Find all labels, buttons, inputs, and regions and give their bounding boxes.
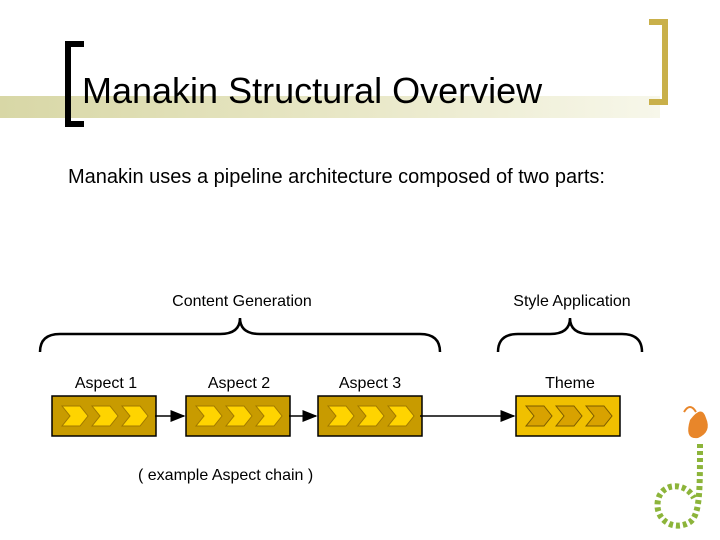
title-right-bracket	[649, 19, 668, 105]
aspect-chain-caption: ( example Aspect chain )	[138, 467, 314, 484]
chevron-icon	[224, 405, 253, 427]
chevron-icon	[386, 405, 415, 427]
chevron-icon	[584, 405, 613, 427]
chevron-icon	[356, 405, 385, 427]
style-application-brace	[496, 317, 644, 353]
aspect-1-label: Aspect 1	[74, 375, 138, 392]
chevron-icon	[60, 405, 89, 427]
aspect-3-label: Aspect 3	[338, 375, 402, 392]
theme-block	[515, 395, 621, 437]
aspect-2-label: Aspect 2	[207, 375, 271, 392]
chevron-icon	[524, 405, 553, 427]
content-generation-label: Content Generation	[172, 293, 312, 310]
chevron-icon	[554, 405, 583, 427]
aspect-3-block	[317, 395, 423, 437]
content-generation-brace	[38, 317, 442, 353]
chevron-icon	[326, 405, 355, 427]
title-band	[0, 96, 660, 118]
theme-label: Theme	[545, 375, 595, 392]
dspace-logo	[654, 406, 708, 529]
aspect-1-block	[51, 395, 157, 437]
intro-text: Manakin uses a pipeline architecture com…	[68, 166, 605, 188]
chevron-icon	[120, 405, 149, 427]
slide-title: Manakin Structural Overview	[82, 70, 543, 111]
style-application-label: Style Application	[513, 293, 631, 310]
chevron-icon	[194, 405, 223, 427]
chevron-icon	[90, 405, 119, 427]
chevron-icon	[254, 405, 283, 427]
title-left-bracket	[65, 41, 84, 127]
aspect-2-block	[185, 395, 291, 437]
